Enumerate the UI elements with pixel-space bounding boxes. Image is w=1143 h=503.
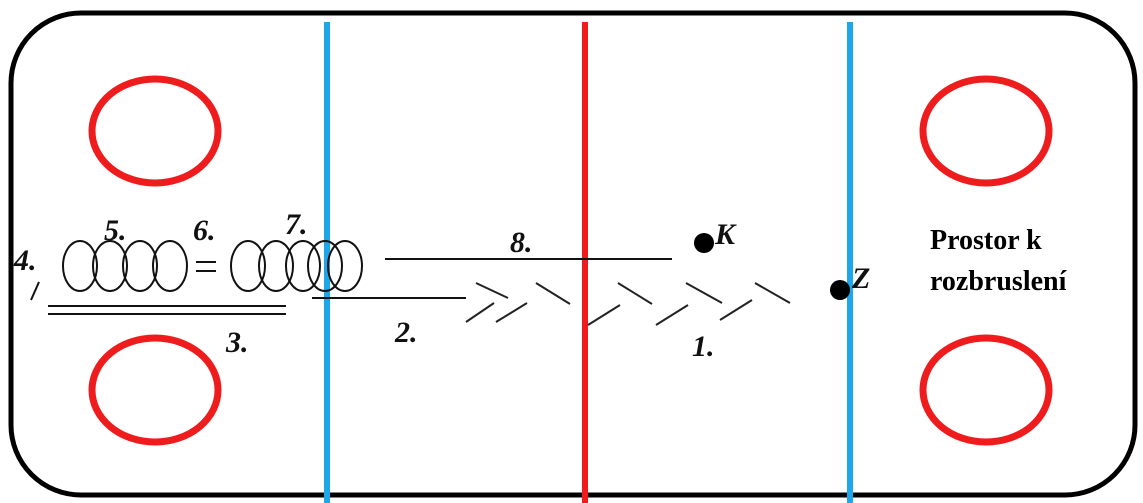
equal-sign <box>196 261 216 272</box>
rink-boards <box>8 10 1138 498</box>
faceoff-circle-top-left <box>88 75 222 187</box>
label-5: 5. <box>104 214 127 247</box>
faceoff-circle-bottom-right <box>919 334 1053 446</box>
label-6: 6. <box>193 214 216 247</box>
label-8: 8. <box>510 226 533 259</box>
label-3: 3. <box>225 326 249 359</box>
label-2: 2. <box>394 316 418 349</box>
area-label-line-2: rozbruslení <box>930 266 1068 297</box>
player-group-left <box>62 240 188 292</box>
area-label-line-1: Prostor k <box>930 225 1042 256</box>
double-line <box>48 305 286 315</box>
label-1: 1. <box>692 330 715 363</box>
point-z-dot <box>830 280 850 300</box>
point-k-dot <box>694 233 714 253</box>
faceoff-circle-top-right <box>919 75 1053 187</box>
zigzag-path <box>465 282 791 326</box>
label-point-k: K <box>714 218 737 251</box>
label-point-z: Z <box>851 262 870 295</box>
slash-mark <box>30 281 40 301</box>
faceoff-circle-bottom-left <box>88 334 222 446</box>
player-group-right <box>230 240 363 292</box>
label-4: 4. <box>13 244 37 277</box>
label-7: 7. <box>285 208 308 241</box>
